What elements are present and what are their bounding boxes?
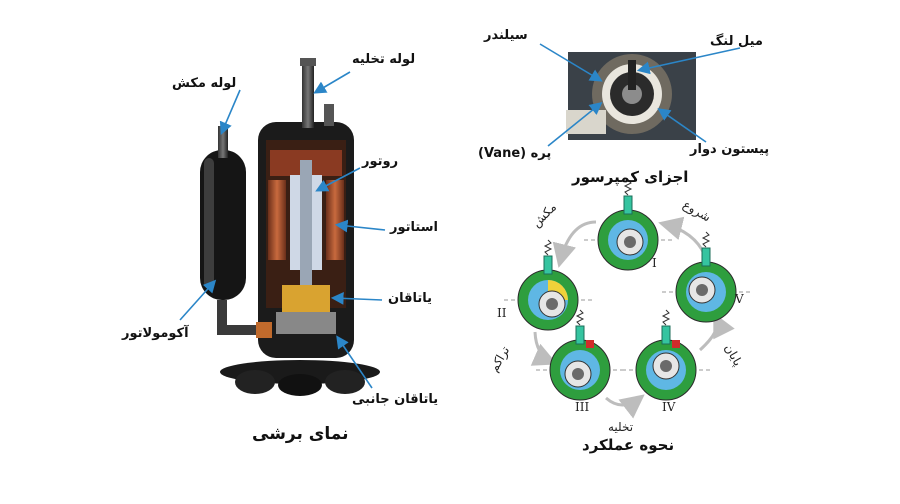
stage-roman-4: IV (662, 400, 676, 414)
title-sectional-view: نمای برشی (252, 424, 349, 444)
label-bearing: یاتاقان (388, 291, 433, 306)
cycle-arrow-5 (658, 216, 708, 259)
cycle-arrow-1 (552, 220, 597, 268)
stage-roman-2: II (497, 306, 507, 320)
label-discharge-pipe: لوله تخلیه (352, 52, 416, 67)
title-operation: نحوه عملکرد (582, 436, 675, 454)
stage-disc-4 (622, 309, 710, 401)
stage-roman-5: V (735, 292, 744, 306)
label-side-bearing: یاتاقان جانبی (352, 392, 439, 407)
compressor-parts-photo (566, 52, 696, 140)
cycle-arrow-3 (605, 394, 645, 419)
cycle-arrow-4 (698, 312, 735, 352)
label-rotor: روتور (362, 154, 399, 169)
label-suction-pipe: لوله مکش (172, 76, 237, 91)
label-stator: استاتور (390, 220, 438, 235)
label-rotary-piston: پیستون دوار (690, 142, 770, 157)
leader-lines (179, 43, 741, 389)
stage-disc-3 (536, 309, 624, 401)
stage-roman-3: III (575, 400, 590, 414)
stage-disc-2 (504, 239, 592, 331)
stage-roman-1: I (652, 256, 657, 270)
step-label-discharge: تخلیه (608, 420, 634, 434)
label-accumulator: آکومولاتور (122, 326, 189, 341)
stage-disc-5 (662, 231, 750, 323)
compressor-cutaway (200, 58, 380, 396)
label-vane: پره (Vane) (478, 146, 552, 161)
operation-cycle (504, 179, 750, 419)
title-compressor-parts: اجزای کمپرسور (572, 168, 689, 186)
label-crankshaft: میل لنگ (710, 34, 763, 49)
stage-disc-1 (584, 179, 672, 271)
label-cylinder: سیلندر (484, 28, 528, 43)
cycle-arrow-2 (530, 331, 558, 366)
